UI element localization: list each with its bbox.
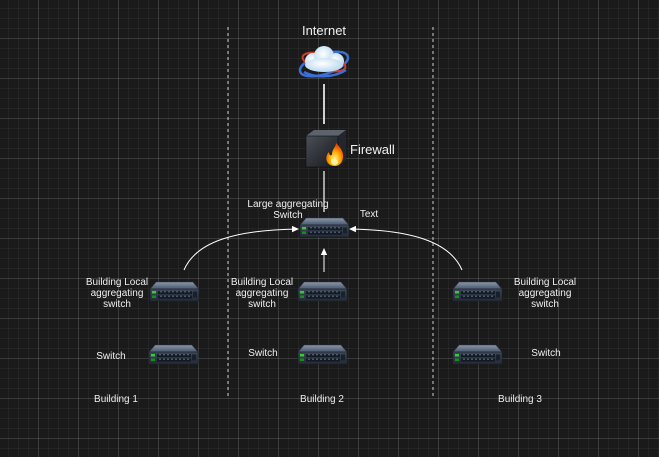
agg2-label-line3: switch xyxy=(248,299,276,310)
globe-cloud-icon xyxy=(298,46,350,78)
agg1-label-line1: Building Local xyxy=(85,277,149,288)
core-switch-label: Large aggregating Switch xyxy=(232,199,344,221)
building2-label: Building 2 xyxy=(300,394,344,405)
core-switch-label-line2: Switch xyxy=(273,210,303,221)
sw1-label: Switch xyxy=(96,351,126,362)
core-side-text: Text xyxy=(359,209,379,220)
building3-label: Building 3 xyxy=(498,394,542,405)
agg3-label: Building Local aggregating switch xyxy=(493,277,597,310)
agg1-label-line3: switch xyxy=(103,299,131,310)
core-switch-label-line1: Large aggregating xyxy=(247,199,329,210)
sw2-label: Switch xyxy=(248,348,278,359)
agg1-label: Building Local aggregating switch xyxy=(65,277,169,310)
agg2-label: Building Local aggregating switch xyxy=(210,277,314,310)
firewall-label: Firewall xyxy=(350,142,395,157)
sw2-switch-icon xyxy=(297,344,348,365)
agg2-label-line1: Building Local xyxy=(230,277,294,288)
firewall-flame-icon xyxy=(305,130,346,168)
building3-uplink-arrow xyxy=(349,225,463,271)
agg1-label-line2: aggregating xyxy=(90,288,144,299)
agg3-label-line3: switch xyxy=(531,299,559,310)
sw3-switch-icon xyxy=(452,344,503,365)
agg3-label-line2: aggregating xyxy=(518,288,572,299)
building1-uplink-arrow xyxy=(183,225,299,271)
building1-label: Building 1 xyxy=(94,394,138,405)
sw1-switch-icon xyxy=(148,344,199,365)
agg3-label-line1: Building Local xyxy=(513,277,577,288)
agg2-label-line2: aggregating xyxy=(235,288,289,299)
sw3-label: Switch xyxy=(531,348,561,359)
internet-label: Internet xyxy=(301,23,347,38)
